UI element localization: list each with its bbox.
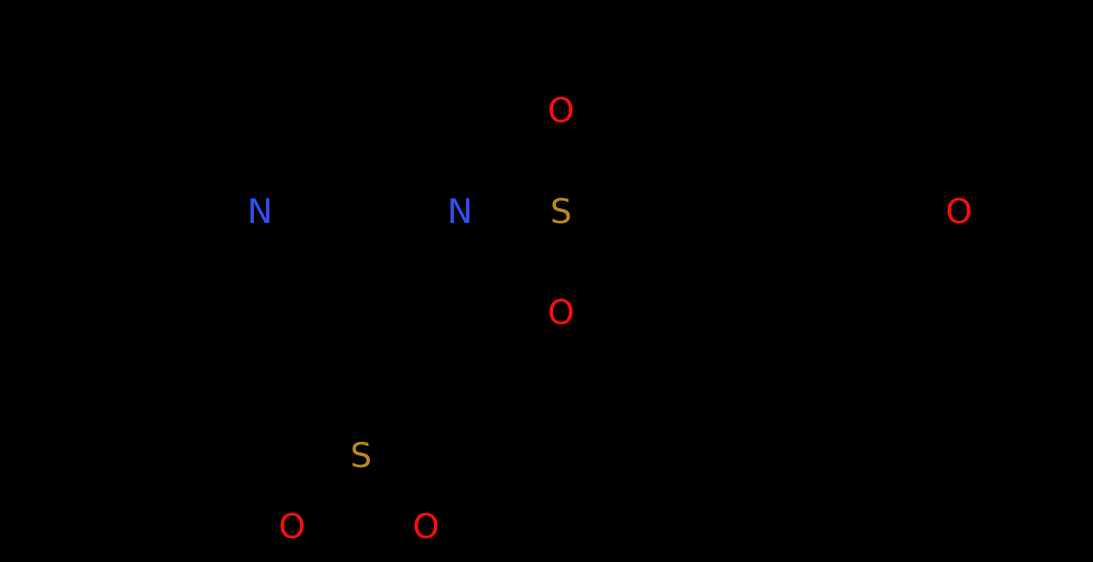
atom-sulfonyl-oxygen-top: O [547,91,575,131]
atom-ring-sulfone-oxygen-right: O [412,507,440,547]
atom-ring-sulfur: S [350,436,372,476]
atom-nitrogen-2: N [447,192,473,232]
atom-methoxy-oxygen: O [945,192,973,232]
atom-sulfonyl-sulfur: S [550,192,572,232]
atom-ring-sulfone-oxygen-left: O [278,507,306,547]
atom-sulfonyl-oxygen-bottom: O [547,293,575,333]
atom-nitrogen-1: N [247,192,273,232]
